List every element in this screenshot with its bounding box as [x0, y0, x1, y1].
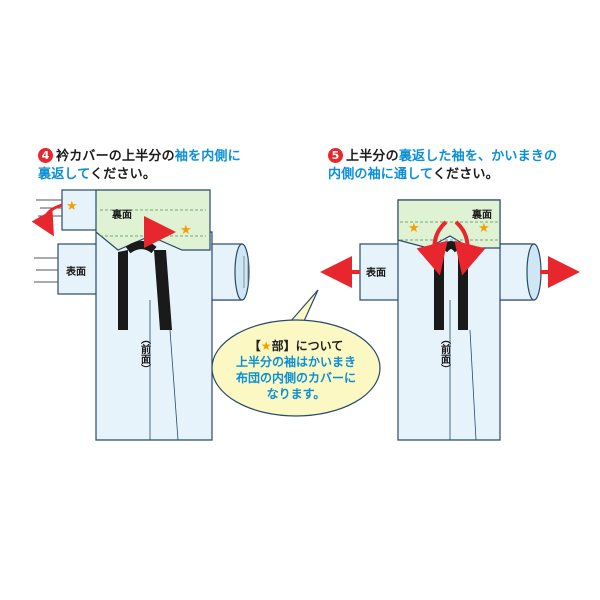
bubble-line3: 布団の内側のカバーに — [235, 371, 356, 385]
left-star-icon-1: ★ — [66, 199, 78, 214]
bubble-bracket-open: 【 — [248, 339, 261, 353]
step4-line2-a: 裏返して — [38, 167, 91, 182]
right-left-sleeve: 表面 — [359, 243, 401, 301]
step4-line1-b: 袖を内側に — [174, 149, 241, 164]
step5-number: 5 — [328, 148, 343, 163]
right-garment: 表面 裏面 （前面） ★ ★ — [320, 199, 580, 441]
right-collar-band-r — [458, 250, 468, 330]
left-star-icon-2: ★ — [180, 223, 192, 238]
step5-line1-b: 裏返した袖を、かいまきの — [398, 149, 558, 164]
left-upper-sleeve — [36, 189, 99, 231]
left-collar-band-r — [154, 250, 172, 330]
left-omote-label: 表面 — [65, 265, 86, 278]
left-collar-band-l — [118, 250, 128, 330]
step5-line1-a: 上半分の — [346, 149, 399, 164]
right-star-icon-2: ★ — [478, 221, 490, 236]
bubble-line4: なります。 — [266, 387, 326, 401]
step5-line2-b: ください。 — [432, 167, 499, 182]
bubble-text: 【★部】について 上半分の袖はかいまき 布団の内側のカバーに なります。 — [218, 338, 374, 402]
left-ura-label: 裏面 — [111, 208, 132, 221]
right-ura-label: 裏面 — [471, 208, 492, 221]
bubble-star-icon: ★ — [260, 339, 272, 353]
step4-line1-a: 衿カバーの上半分の — [56, 149, 175, 164]
left-front-label: （前面） — [139, 334, 152, 374]
bubble-part: 部】について — [271, 339, 344, 353]
right-collar-band-l — [434, 250, 444, 330]
step5-line2-a: 内側の袖に通して — [328, 167, 433, 182]
speech-bubble — [211, 289, 381, 417]
right-right-sleeve — [499, 243, 542, 301]
right-front-label: （前面） — [439, 334, 452, 374]
right-inner-arrow-left-icon — [416, 220, 448, 276]
right-star-icon-1: ★ — [408, 221, 420, 236]
bubble-line2: 上半分の袖はかいまき — [235, 355, 356, 369]
step4-number: 4 — [38, 148, 53, 163]
step4-line2-b: ください。 — [90, 167, 157, 182]
bubble-line1: 【★部】について — [218, 338, 374, 354]
right-inner-arrow-right-icon — [454, 220, 486, 276]
left-lower-sleeve: 表面 — [34, 243, 103, 295]
right-omote-label: 表面 — [365, 266, 386, 279]
left-right-sleeve — [211, 243, 250, 301]
left-garment: 表面 裏面 （前面） ★ ★ — [31, 189, 250, 441]
left-curve-arrow-icon — [31, 203, 63, 237]
